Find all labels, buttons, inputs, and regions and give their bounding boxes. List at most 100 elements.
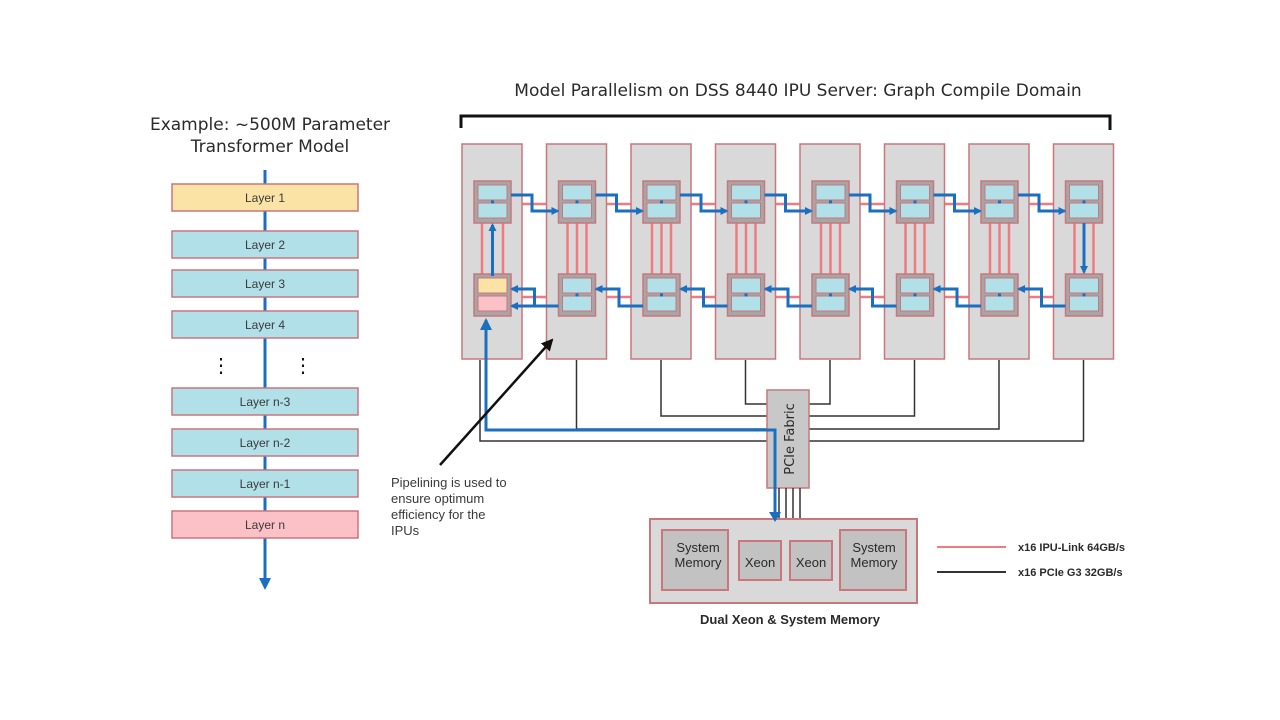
layer-box: Layer n-1 <box>171 469 359 498</box>
ipu-memory-block <box>815 295 846 312</box>
legend-pcie-label: x16 PCIe G3 32GB/s <box>1018 567 1123 579</box>
ipu-chip <box>980 180 1019 224</box>
ipu-card <box>968 143 1030 360</box>
ipu-memory-block <box>900 295 930 312</box>
ipu-memory-block <box>815 277 846 294</box>
layer-label: Layer 3 <box>245 277 285 291</box>
ipu-memory-block <box>477 202 508 219</box>
pcie-link <box>660 360 767 417</box>
svg-text:Xeon: Xeon <box>796 555 826 570</box>
pipeline-flow <box>488 193 1088 310</box>
ipu-card <box>714 143 777 360</box>
pipeline-arrow-forward <box>1018 193 1067 215</box>
model-title-line2: Transformer Model <box>190 137 349 157</box>
system-memory-right <box>839 529 907 591</box>
ipu-memory-block <box>646 184 677 201</box>
ipu-memory-block <box>984 295 1015 312</box>
ipu-memory-block <box>984 202 1015 219</box>
ipu-memory-block <box>731 277 761 294</box>
pipeline-arrow-back <box>1017 285 1066 308</box>
layer-box: Layer n-3 <box>171 387 359 416</box>
ipu-memory-block <box>900 184 930 201</box>
pcie-fabric-label: PCIe Fabric <box>783 403 798 475</box>
pipeline-arrow-forward <box>680 193 729 215</box>
ipu-card <box>630 143 692 360</box>
ipu-memory-block <box>1069 277 1099 294</box>
pipeline-arrow-forward <box>764 193 813 215</box>
pcie-link <box>479 360 767 442</box>
pcie-link <box>744 360 767 405</box>
ipu-chip <box>642 273 681 317</box>
server-title: Model Parallelism on DSS 8440 IPU Server… <box>514 81 1081 101</box>
ipu-memory-block <box>1069 184 1099 201</box>
pcie-link <box>809 360 916 417</box>
ipu-memory-block <box>477 277 508 294</box>
ipu-card <box>883 143 946 360</box>
layer-label: Layer n <box>245 518 285 532</box>
ipu-memory-block <box>731 184 761 201</box>
svg-text:Memory: Memory <box>675 555 722 570</box>
system-memory-left <box>661 529 729 591</box>
transformer-model-panel: Example: ~500M Parameter Transformer Mod… <box>150 115 390 590</box>
layer-box: Layer n-2 <box>171 428 359 457</box>
pipeline-arrow-back <box>763 285 812 308</box>
ipu-memory-block <box>900 277 930 294</box>
ipu-memory-block <box>900 202 930 219</box>
ipu-chip <box>895 180 935 224</box>
ipu-card <box>545 143 608 360</box>
pipelining-annotation: Pipelining is used to ensure optimum eff… <box>391 475 507 538</box>
legend-ipu-link-label: x16 IPU-Link 64GB/s <box>1018 542 1125 554</box>
ipu-chip <box>980 273 1019 317</box>
ipu-memory-block <box>562 295 592 312</box>
pcie-fabric: PCIe Fabric <box>766 389 810 519</box>
ipu-chip <box>1064 180 1104 224</box>
ipu-memory-block <box>646 295 677 312</box>
layer-box: Layer n <box>171 510 359 539</box>
ipu-chip <box>473 273 512 317</box>
ipu-chip <box>557 273 597 317</box>
layer-label: Layer n-1 <box>240 477 291 491</box>
pipeline-arrow-back <box>932 285 981 308</box>
ipu-memory-block <box>815 202 846 219</box>
model-title-line1: Example: ~500M Parameter <box>150 115 390 135</box>
ipu-memory-block <box>477 295 508 312</box>
annotation-arrow <box>439 338 554 466</box>
svg-text:System: System <box>852 540 895 555</box>
pipeline-arrow-forward <box>849 193 898 215</box>
ipu-memory-block <box>562 277 592 294</box>
svg-text:efficiency for the: efficiency for the <box>391 507 485 522</box>
pipeline-arrow-forward <box>595 193 644 215</box>
ipu-card <box>799 143 861 360</box>
ipu-memory-block <box>562 184 592 201</box>
ipu-memory-block <box>646 277 677 294</box>
layer-box: Layer 2 <box>171 230 359 259</box>
ipu-memory-block <box>562 202 592 219</box>
layer-label: Layer n-3 <box>240 395 291 409</box>
layer-label: Layer 4 <box>245 318 285 332</box>
pcie-link <box>809 360 831 405</box>
pcie-link <box>809 360 1085 442</box>
layer-box: Layer 1 <box>171 183 359 212</box>
pipeline-arrow-back <box>848 285 897 308</box>
layer-stack: Layer 1 Layer 2 Layer 3 Layer 4 Layer n-3Lay… <box>171 183 359 539</box>
ipu-memory-block <box>646 202 677 219</box>
ipu-cards <box>461 143 1115 360</box>
pipeline-arrow-forward <box>511 193 560 215</box>
ellipsis-left: ⋮ <box>211 355 231 377</box>
pipeline-arrow-back <box>594 285 643 308</box>
host-caption: Dual Xeon & System Memory <box>700 612 881 627</box>
ipu-memory-block <box>1069 202 1099 219</box>
server-panel: Model Parallelism on DSS 8440 IPU Server… <box>391 81 1125 627</box>
svg-text:System: System <box>676 540 719 555</box>
svg-text:IPUs: IPUs <box>391 523 420 538</box>
ellipsis-right: ⋮ <box>293 355 313 377</box>
svg-text:ensure optimum: ensure optimum <box>391 491 484 506</box>
arrow-down-icon <box>259 578 271 590</box>
svg-text:Pipelining is used to: Pipelining is used to <box>391 475 507 490</box>
host-to-ipu-flow <box>484 320 777 519</box>
layer-box: Layer 3 <box>171 269 359 298</box>
pcie-link <box>809 360 1000 430</box>
ipu-chip <box>811 273 850 317</box>
ipu-memory-block <box>984 184 1015 201</box>
